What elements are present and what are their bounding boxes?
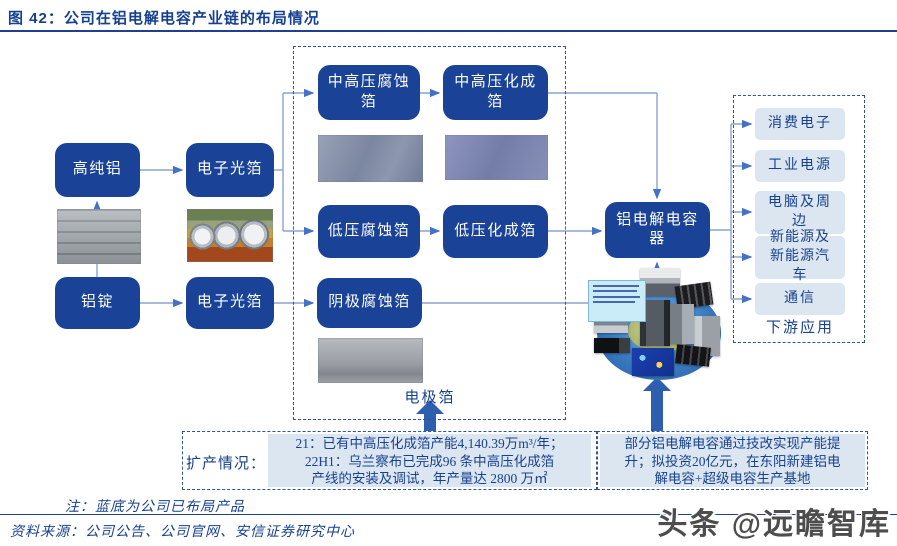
expansion-label: 扩产情况： [185, 456, 266, 472]
node-mid-high-voltage-formed-foil: 中高压化成箔 [443, 65, 548, 120]
downstream-group-label: 下游应用 [765, 320, 834, 336]
expansion-right-text: 部分铝电解电容通过技改实现产能提 升；拟投资20亿元，在东阳新建铝电 解电容+超… [600, 434, 865, 487]
expansion-left-line3: 产线的安装及调试，年产量达 2800 万㎡ [311, 471, 548, 487]
product-photo-cabinet-center2 [670, 304, 694, 344]
product-photo-panel-left [594, 338, 630, 353]
node-low-voltage-corroded-foil: 低压腐蚀箔 [318, 205, 420, 258]
node-mid-high-voltage-corroded-foil: 中高压腐蚀箔 [318, 65, 420, 120]
node-high-purity-aluminum: 高纯铝 [55, 143, 140, 197]
photo-foil-rolls [187, 209, 273, 262]
downstream-industrial-power: 工业电源 [755, 150, 845, 182]
product-photo-pcb-bottom [632, 348, 674, 376]
downstream-consumer-electronics: 消费电子 [755, 108, 845, 140]
figure-note: 注：蓝底为公司已布局产品 [65, 500, 245, 515]
photo-cathode-foil [318, 338, 423, 383]
spec-callout [588, 280, 646, 322]
spec-callout-line [593, 301, 635, 303]
expansion-right-frame [597, 431, 868, 490]
footer-rule [0, 514, 897, 515]
electrode-foil-group-label: 电极箔 [404, 390, 456, 406]
product-photo-machine-top [640, 268, 680, 296]
expansion-left-line2: 22H1：乌兰察布已完成96 条中高压化成箔 [304, 453, 555, 469]
figure-title: 图 42：公司在铝电解电容产业链的布局情况 [8, 10, 320, 27]
electrode-foil-group-frame [293, 46, 566, 420]
downstream-communications: 通信 [755, 283, 845, 315]
node-aluminum-electrolytic-capacitor: 铝电解电容器 [605, 202, 710, 258]
expansion-right-line1: 部分铝电解电容通过技改实现产能提 [624, 436, 841, 451]
expansion-right-line2: 升；拟投资20亿元，在东阳新建铝电 [624, 453, 841, 469]
node-electronic-foil-bottom: 电子光箔 [186, 277, 274, 329]
expansion-left-frame [182, 431, 597, 490]
title-underline [0, 30, 897, 32]
product-photo-capacitor-module-se [675, 344, 711, 367]
photo-formed-foil-sheet [445, 135, 548, 180]
photo-corroded-foil-sheet [318, 135, 423, 182]
expansion-right-line3: 解电容+超级电容生产基地 [654, 471, 811, 487]
node-cathode-corroded-foil: 阴极腐蚀箔 [317, 278, 422, 328]
node-aluminum-ingot: 铝锭 [55, 277, 140, 329]
expansion-left-text: 21：已有中高压化成箔产能4,140.39万m³/年； 22H1：乌兰察布已完成… [268, 434, 591, 487]
node-low-voltage-formed-foil: 低压化成箔 [443, 205, 548, 258]
downstream-group-frame [733, 95, 865, 343]
source-note: 资料来源：公司公告、公司官网、安信证券研究中心 [10, 525, 355, 540]
spec-callout-line [593, 290, 637, 292]
capacitor-product-cluster [588, 268, 728, 386]
downstream-new-energy-vehicles: 新能源及新能源汽车 [755, 230, 845, 283]
spec-callout-line [593, 295, 640, 298]
downstream-computers-peripherals: 电脑及周边 [755, 191, 845, 234]
block-arrow-up-right [643, 377, 671, 431]
expansion-left-line1: 21：已有中高压化成箔产能4,140.39万m³/年； [295, 436, 564, 451]
watermark: 头条 @远瞻智库 [657, 508, 891, 541]
spec-callout-line [593, 284, 639, 287]
node-electronic-foil-top: 电子光箔 [186, 143, 274, 197]
photo-aluminum-ingots [57, 209, 141, 264]
block-arrow-up-left [416, 400, 444, 431]
